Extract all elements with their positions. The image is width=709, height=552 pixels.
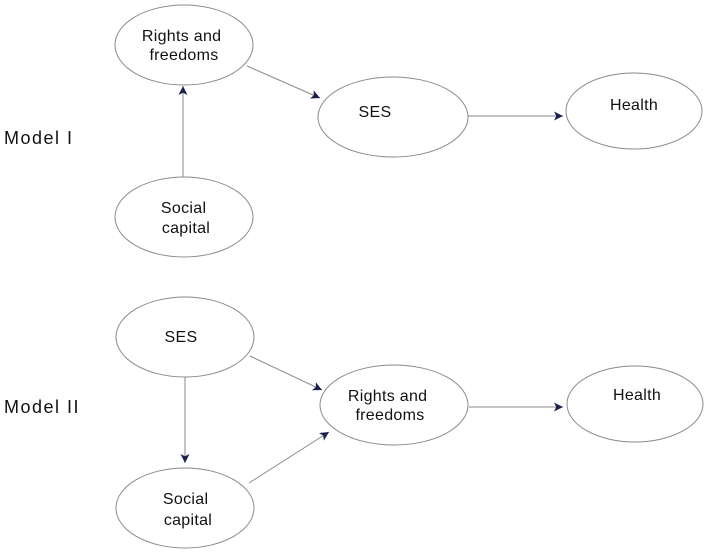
model-1-label: Model I: [4, 128, 74, 148]
model-1-node-ses: SES: [317, 76, 469, 158]
model-2-label: Model II: [4, 397, 80, 417]
model-1-edges: [178, 65, 563, 177]
model-2-node-ses: SES: [115, 296, 255, 378]
model-2: Model II SES Rights and freedoms Health: [4, 296, 704, 549]
svg-text:Social capital: Social capital: [161, 200, 211, 237]
model-1-node-rights-label-line-2: freedoms: [149, 47, 218, 64]
model-2-node-rights-shape: [319, 364, 469, 446]
svg-text:Social capital: Social capital: [163, 491, 213, 529]
model-2-node-rights: Rights and freedoms: [319, 364, 469, 446]
model-2-node-rights-label-line-2: freedoms: [355, 407, 424, 424]
model-1-node-rights-label-line-1: Rights and: [142, 28, 222, 45]
model-1-node-rights-shape: [114, 4, 254, 86]
model-2-node-social-label-line-2: capital: [164, 512, 212, 529]
model-2-node-social-label-line-1: Social: [163, 491, 208, 508]
model-2-node-social: Social capital: [115, 467, 255, 549]
model-2-edge-ses-to-rights: [249, 355, 323, 391]
model-1-node-ses-shape: [317, 76, 469, 158]
model-1-node-ses-label: SES: [359, 104, 392, 121]
model-1-node-social-label-line-1: Social: [161, 200, 206, 217]
model-1-edge-rights-to-ses: [246, 65, 321, 99]
svg-text:Rights and freedoms: Rights and freedoms: [348, 388, 432, 424]
model-2-node-health-label: Health: [613, 387, 661, 404]
model-1-node-health-label: Health: [610, 97, 658, 114]
model-1-node-social-shape: [114, 176, 254, 258]
model-1-node-social: Social capital: [114, 176, 254, 258]
model-2-node-health: Health: [566, 365, 704, 443]
model-1-node-social-label-line-2: capital: [162, 220, 210, 237]
model-2-node-ses-shape: [115, 296, 255, 378]
model-1-node-health-shape: [565, 72, 703, 150]
model-1-node-rights: Rights and freedoms: [114, 4, 254, 86]
model-2-node-social-shape: [115, 467, 255, 549]
model-1-node-health: Health: [565, 72, 703, 150]
svg-text:Rights and freedoms: Rights and freedoms: [142, 28, 226, 64]
model-2-node-rights-label-line-1: Rights and: [348, 388, 428, 405]
model-2-node-health-shape: [566, 365, 704, 443]
model-1: Model I Rights and freedoms SES Health S…: [4, 4, 703, 258]
model-2-edges: [180, 355, 563, 484]
model-2-node-ses-label: SES: [165, 329, 198, 346]
model-2-edge-social-to-rights: [248, 431, 330, 484]
